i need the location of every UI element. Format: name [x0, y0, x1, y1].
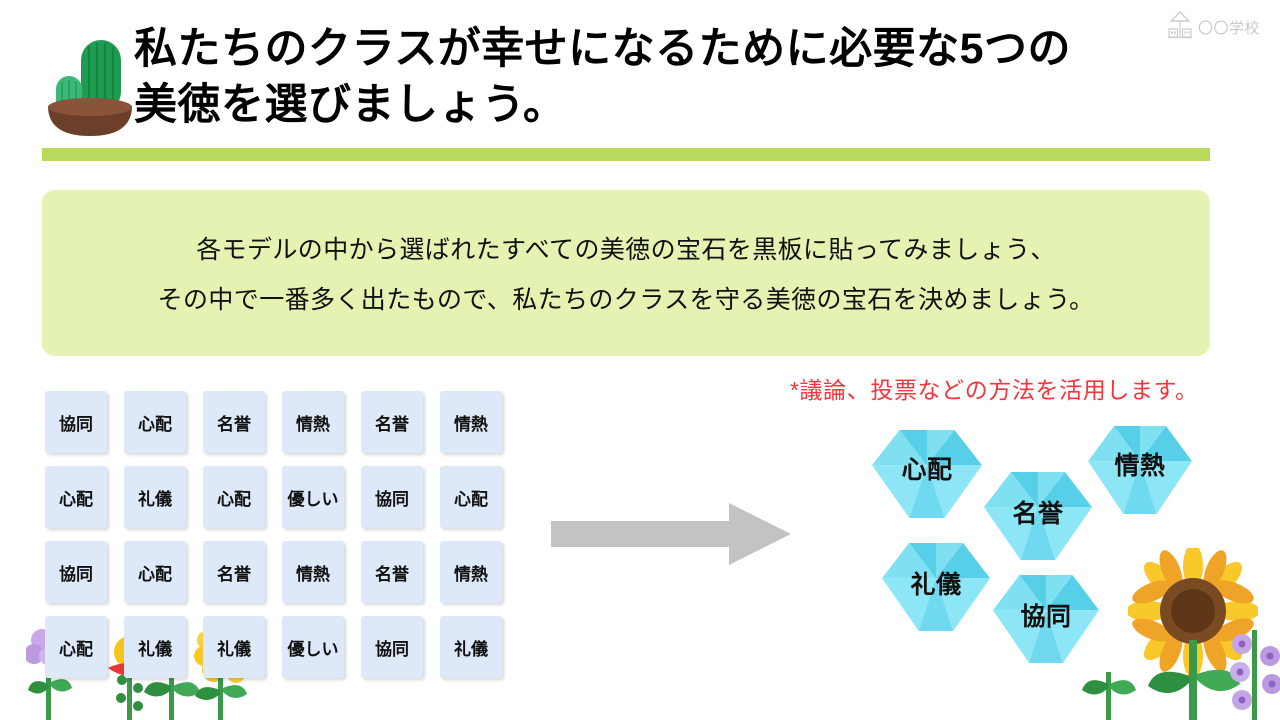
- virtue-card[interactable]: 礼儀: [124, 616, 186, 678]
- virtue-card[interactable]: 心配: [124, 391, 186, 453]
- virtue-card[interactable]: 協同: [361, 616, 423, 678]
- cactus-pot-icon: [42, 28, 138, 140]
- virtue-card[interactable]: 情熱: [440, 391, 502, 453]
- virtue-gem[interactable]: 名誉: [984, 472, 1092, 560]
- virtue-card[interactable]: 情熱: [282, 391, 344, 453]
- virtue-card[interactable]: 協同: [45, 541, 107, 603]
- school-building-icon: [1167, 10, 1193, 45]
- instruction-line-1: 各モデルの中から選ばれたすべての美徳の宝石を黒板に貼ってみましょう、: [196, 236, 1056, 264]
- virtue-gem[interactable]: 礼儀: [882, 543, 990, 631]
- virtue-card[interactable]: 情熱: [282, 541, 344, 603]
- instruction-box: 各モデルの中から選ばれたすべての美徳の宝石を黒板に貼ってみましょう、 その中で一…: [42, 190, 1210, 356]
- green-sprout-right: [1080, 658, 1138, 720]
- virtue-card[interactable]: 名誉: [361, 541, 423, 603]
- green-sprout-left: [142, 662, 202, 720]
- gem-label: 情熱: [1114, 452, 1166, 480]
- method-note: *議論、投票などの方法を活用します。: [790, 377, 1199, 403]
- virtue-gem[interactable]: 情熱: [1088, 426, 1192, 514]
- virtue-card[interactable]: 名誉: [203, 541, 265, 603]
- gem-label: 名誉: [1012, 500, 1064, 528]
- virtue-card[interactable]: 心配: [45, 466, 107, 528]
- virtue-card[interactable]: 情熱: [440, 541, 502, 603]
- virtue-card-grid: 協同心配名誉情熱名誉情熱心配礼儀心配優しい協同心配協同心配名誉情熱名誉情熱心配礼…: [45, 391, 502, 678]
- virtue-card[interactable]: 優しい: [282, 466, 344, 528]
- virtue-card[interactable]: 礼儀: [124, 466, 186, 528]
- virtue-card[interactable]: 協同: [361, 466, 423, 528]
- school-logo: 〇〇学校: [1167, 10, 1260, 45]
- gem-label: 礼儀: [910, 571, 962, 599]
- virtue-card[interactable]: 心配: [124, 541, 186, 603]
- virtue-card[interactable]: 心配: [45, 616, 107, 678]
- virtue-gem[interactable]: 心配: [872, 430, 982, 518]
- school-name-label: 〇〇学校: [1197, 20, 1260, 37]
- title-underline-bar: [42, 148, 1210, 161]
- virtue-card[interactable]: 礼儀: [440, 616, 502, 678]
- right-arrow-icon: [551, 503, 791, 565]
- virtue-card[interactable]: 心配: [440, 466, 502, 528]
- purple-flower-right: [1222, 622, 1280, 720]
- gem-label: 心配: [901, 456, 953, 484]
- page-title: 私たちのクラスが幸せになるために必要な5つの 美徳を選びましょう。: [134, 25, 1072, 129]
- virtue-card[interactable]: 協同: [45, 391, 107, 453]
- gem-label: 協同: [1020, 603, 1072, 631]
- sunflower: [1126, 544, 1260, 720]
- virtue-gem[interactable]: 協同: [993, 575, 1099, 663]
- instruction-line-2: その中で一番多く出たもので、私たちのクラスを守る美徳の宝石を決めましょう。: [157, 286, 1095, 314]
- virtue-card[interactable]: 優しい: [282, 616, 344, 678]
- virtue-card[interactable]: 礼儀: [203, 616, 265, 678]
- virtue-card[interactable]: 名誉: [361, 391, 423, 453]
- virtue-card[interactable]: 名誉: [203, 391, 265, 453]
- virtue-card[interactable]: 心配: [203, 466, 265, 528]
